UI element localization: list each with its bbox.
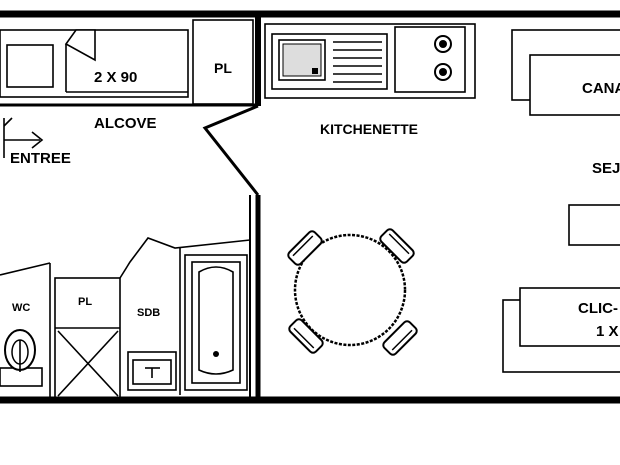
entry-arrow-icon <box>3 117 44 158</box>
chair-icon <box>287 230 323 266</box>
exterior-walls <box>0 10 620 404</box>
sofa-bed: CLIC- 1 X <box>502 287 620 373</box>
sofa-bed-label-1: CLIC- <box>578 300 618 317</box>
cooktop-icon <box>394 26 466 93</box>
bed-size-label: 2 X 90 <box>94 69 137 86</box>
wc-label: WC <box>12 302 30 314</box>
alcove-bed: 2 X 90 <box>0 29 189 98</box>
kitchen-counter <box>264 23 476 99</box>
sofa-label: CANA <box>582 80 620 97</box>
living-side-table <box>568 204 620 246</box>
washbasin-icon <box>127 351 177 391</box>
closet-top: PL <box>192 19 254 105</box>
closet-bottom-label: PL <box>78 296 92 308</box>
alcove-label: ALCOVE <box>94 115 157 132</box>
sink-icon <box>271 33 388 90</box>
bathtub-icon <box>184 254 248 391</box>
closet-top-label: PL <box>214 60 232 76</box>
closet-bottom: PL <box>57 296 119 397</box>
chair-icon <box>382 320 418 356</box>
toilet-icon <box>0 329 43 387</box>
round-table-icon <box>287 228 418 356</box>
bathroom-label: SDB <box>137 307 160 319</box>
interior-walls <box>0 103 261 400</box>
kitchenette-label: KITCHENETTE <box>320 121 418 137</box>
sofa-bed-label-2: 1 X <box>596 323 619 340</box>
chair-icon <box>379 228 415 264</box>
sofa: CANA <box>511 29 620 116</box>
entry-label: ENTREE <box>10 150 71 167</box>
chair-icon <box>288 318 324 354</box>
living-label: SEJ <box>592 160 620 177</box>
